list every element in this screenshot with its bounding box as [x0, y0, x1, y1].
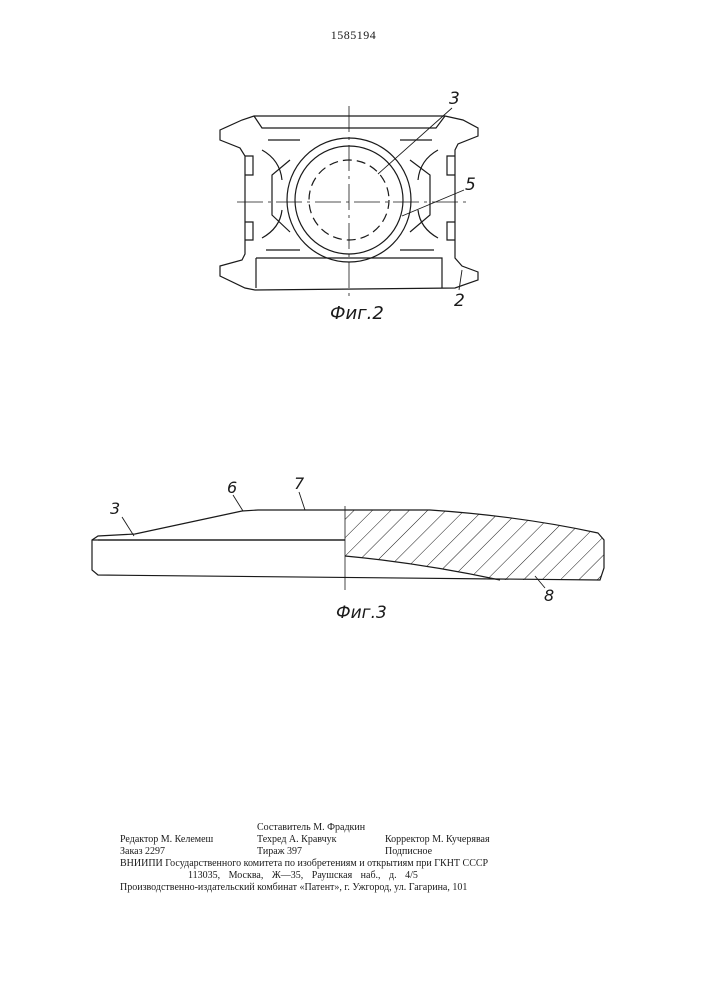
imprint-circulation: Тираж 397	[257, 846, 302, 858]
fig2-right-flange	[447, 156, 455, 240]
fig3-label-6: 6	[227, 478, 237, 497]
imprint-order: Заказ 2297	[120, 846, 165, 858]
fig2-label-2: 2	[454, 291, 465, 311]
fig3-label-8: 8	[544, 586, 554, 605]
fig2-leader-2	[459, 270, 462, 290]
fig2-label-3: 3	[449, 89, 460, 109]
imprint-subscription: Подписное	[385, 846, 432, 858]
imprint-corrector: Корректор М. Кучерявая	[385, 834, 490, 846]
fig3-leader-6	[233, 495, 243, 511]
fig3-label-3: 3	[110, 499, 120, 518]
fig3-hatched-section	[340, 505, 610, 585]
fig3-leader-3	[122, 517, 134, 536]
fig2-caption: Фиг.2	[330, 303, 384, 324]
fig2-left-flange	[245, 156, 253, 240]
fig2-right-brackets	[400, 140, 438, 250]
figure-3	[92, 492, 610, 590]
fig2-top-rim	[254, 116, 445, 128]
imprint-org: ВНИИПИ Государственного комитета по изоб…	[120, 858, 488, 870]
imprint-techred: Техред А. Кравчук	[257, 834, 337, 846]
imprint-compiler: Составитель М. Фрадкин	[257, 822, 365, 834]
fig3-leader-7	[299, 492, 305, 510]
figure-2	[220, 106, 478, 296]
fig2-label-5: 5	[465, 175, 476, 195]
fig3-label-7: 7	[294, 474, 305, 493]
imprint-printer: Производственно-издательский комбинат «П…	[120, 882, 467, 894]
imprint-address: 113035, Москва, Ж—35, Раушская наб., д. …	[188, 870, 418, 882]
imprint-editor: Редактор М. Келемеш	[120, 834, 213, 846]
fig2-left-brackets	[262, 140, 300, 250]
fig3-caption: Фиг.3	[336, 603, 387, 623]
